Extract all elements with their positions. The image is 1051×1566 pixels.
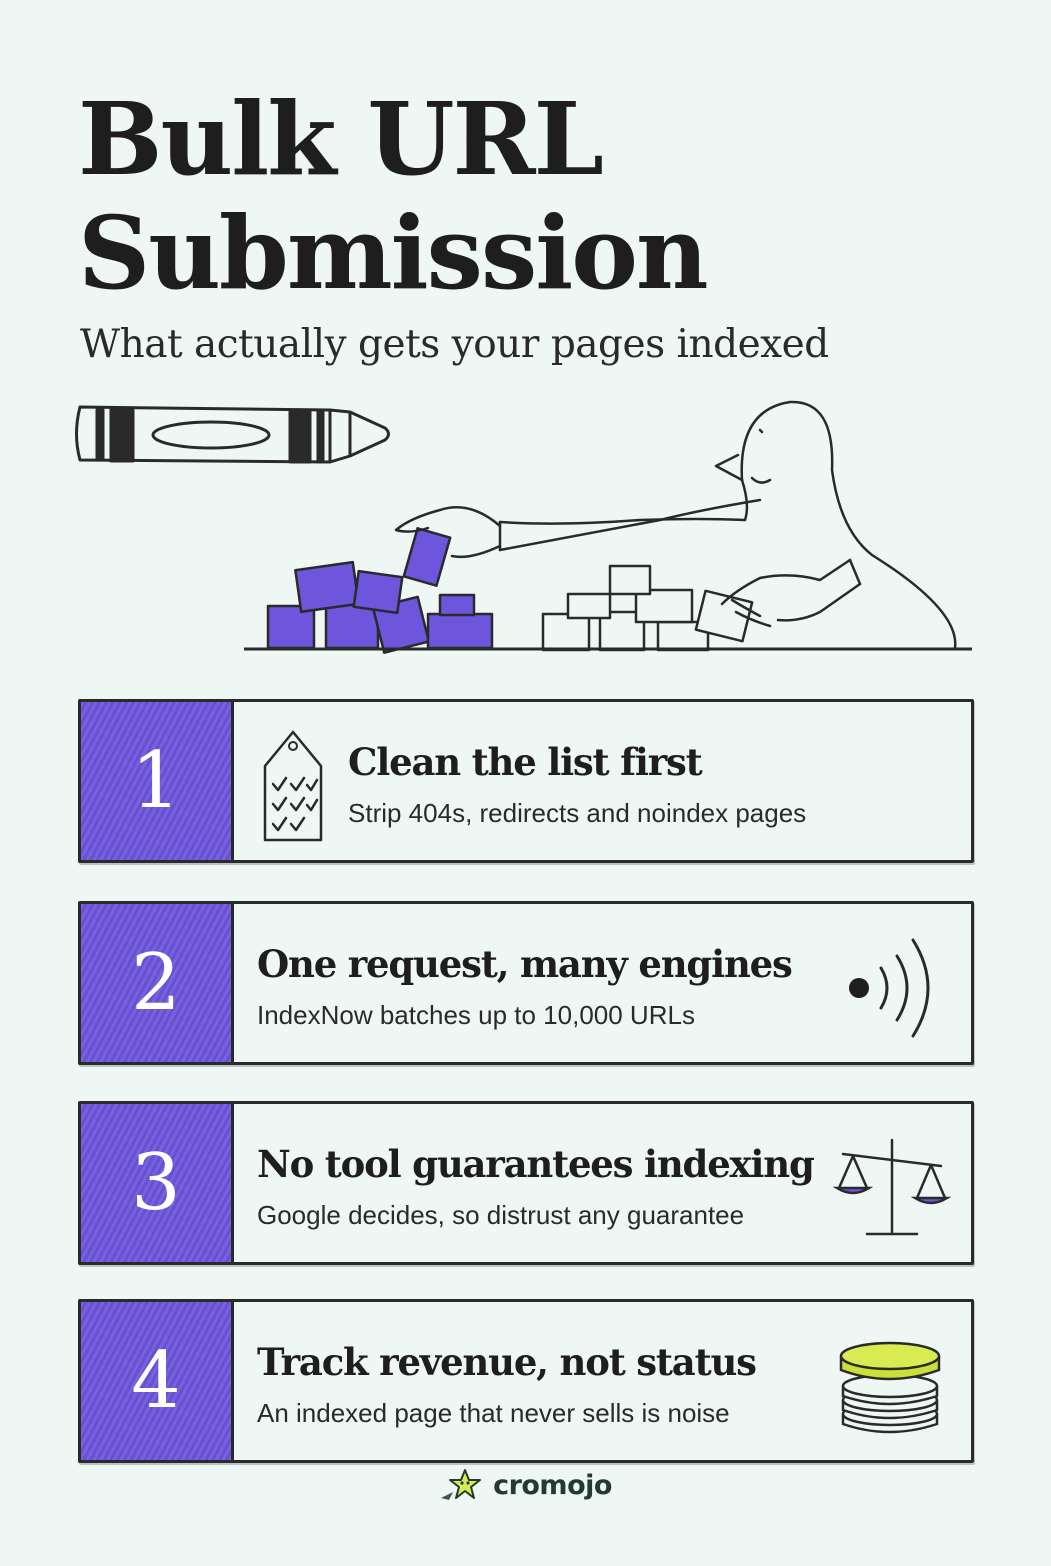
step-number-badge: 1 [81,702,234,860]
step-number-badge: 3 [81,1104,234,1262]
star-logo-icon [441,1469,482,1500]
white-blocks-icon [541,564,754,652]
hero-illustration [75,400,972,654]
step-number-badge: 4 [81,1302,234,1460]
brand-name: cromojo [493,1469,612,1501]
step-description: IndexNow batches up to 10,000 URLs [257,1000,695,1030]
step-number-badge: 2 [81,904,234,1062]
checklist-tag-icon [263,730,323,842]
page-title: Bulk URL Submission [78,80,709,312]
step-title: No tool guarantees indexing [257,1142,815,1186]
step-title: Clean the list first [348,740,703,784]
step-description: An indexed page that never sells is nois… [257,1398,730,1428]
title-line-2: Submission [78,194,709,312]
step-title: One request, many engines [257,942,793,986]
crayon-icon [75,405,390,464]
brand-footer: cromojo [0,1465,1051,1505]
title-line-1: Bulk URL [78,80,604,198]
balance-scale-icon [833,1138,951,1236]
coin-stack-icon [839,1341,941,1434]
person-illustration [394,400,957,650]
step-description: Google decides, so distrust any guarante… [257,1200,745,1230]
step-description: Strip 404s, redirects and noindex pages [348,798,807,828]
page-subtitle: What actually gets your pages indexed [80,322,829,367]
step-number: 4 [131,1336,181,1426]
step-number: 2 [131,938,181,1028]
step-card-3: 3 No tool guarantees indexing Google dec… [78,1101,974,1265]
step-card-2: 2 One request, many engines IndexNow bat… [78,901,974,1065]
signal-broadcast-icon [849,938,930,1038]
step-number: 1 [131,736,181,826]
purple-blocks-icon [266,527,494,654]
step-card-4: 4 Track revenue, not status An indexed p… [78,1299,974,1463]
step-number: 3 [131,1138,181,1228]
step-card-1: 1 Clean the list first Strip 404s, redir… [78,699,974,863]
step-title: Track revenue, not status [257,1340,757,1384]
